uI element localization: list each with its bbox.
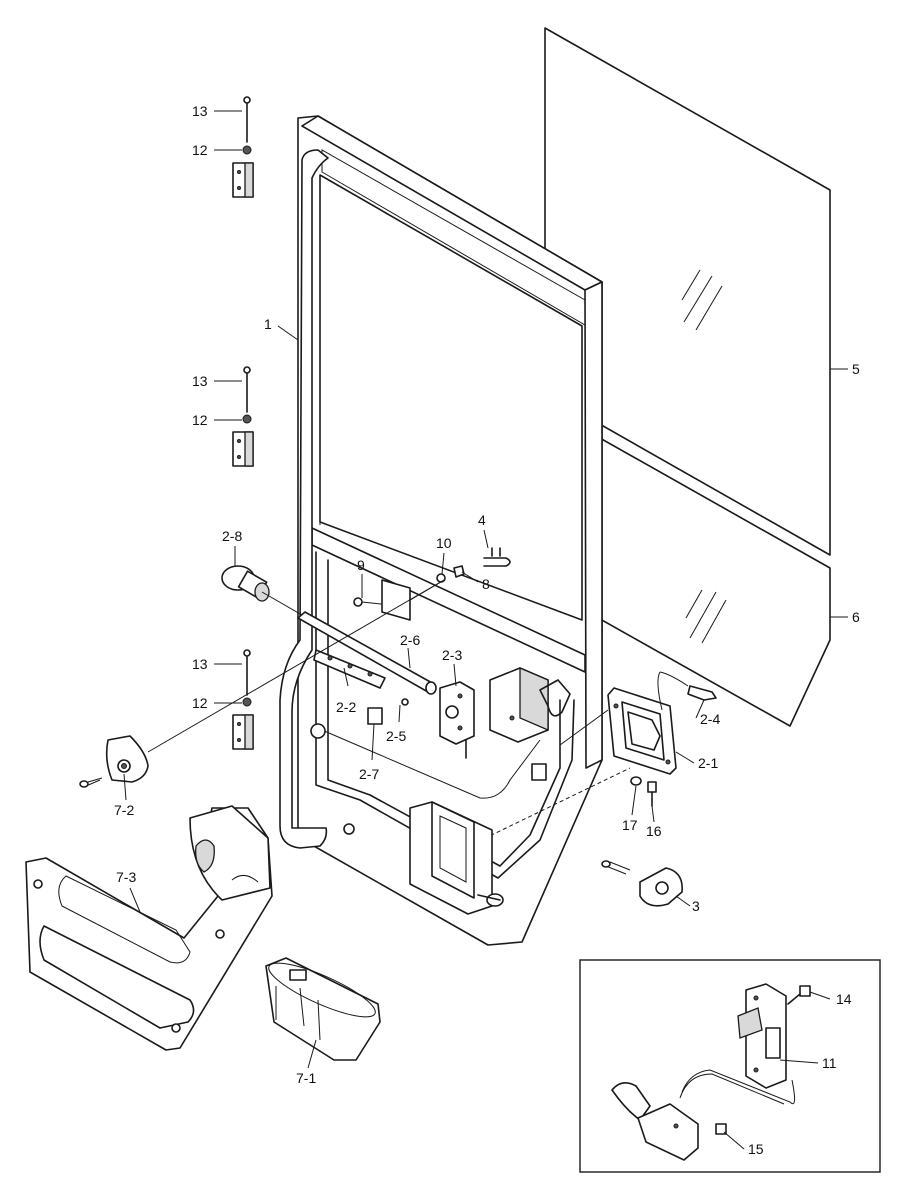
hinge-lower — [232, 649, 254, 750]
callout-7-1: 7-1 — [296, 1070, 316, 1086]
callout-9: 9 — [357, 557, 365, 573]
callout-6: 6 — [852, 609, 860, 625]
callout-4: 4 — [478, 512, 486, 528]
callout-3: 3 — [692, 898, 700, 914]
u-bolt-4 — [483, 547, 511, 567]
callout-2-6: 2-6 — [400, 632, 420, 648]
lock-rod — [297, 611, 437, 695]
latch-linkage — [313, 649, 409, 725]
callout-15: 15 — [748, 1141, 764, 1157]
nut-8 — [453, 565, 465, 578]
console — [25, 805, 273, 1051]
washer-17 — [630, 776, 642, 786]
callout-10: 10 — [436, 535, 452, 551]
bolt-16 — [647, 781, 657, 807]
pivot-hole — [343, 823, 355, 835]
latch-lock — [439, 681, 475, 759]
callout-2-2: 2-2 — [336, 699, 356, 715]
lock-cylinder — [221, 565, 416, 681]
callout-12-lower: 12 — [192, 695, 208, 711]
hinge-middle — [232, 366, 254, 467]
door-bumper — [601, 860, 683, 907]
callout-labels: 13 12 1 13 12 5 6 2-8 9 10 4 8 13 12 2-6… — [114, 103, 860, 1157]
lower-hinge-bracket — [409, 801, 504, 915]
leader-lines — [123, 110, 848, 1150]
callout-11: 11 — [822, 1055, 837, 1071]
callout-2-3: 2-3 — [442, 647, 462, 663]
handle-end-cap — [79, 579, 445, 788]
inner-latch-housing — [489, 667, 571, 781]
callout-13-middle: 13 — [192, 373, 208, 389]
callout-1: 1 — [264, 316, 272, 332]
striker-bracket-2-4 — [657, 671, 717, 711]
callout-14: 14 — [836, 991, 852, 1007]
callout-13-top: 13 — [192, 103, 208, 119]
callout-2-7: 2-7 — [359, 766, 379, 782]
callout-12-top: 12 — [192, 142, 208, 158]
callout-2-1: 2-1 — [698, 755, 718, 771]
callout-5: 5 — [852, 361, 860, 377]
callout-8: 8 — [482, 576, 490, 592]
pivot-hole — [310, 723, 326, 739]
callout-17: 17 — [622, 817, 638, 833]
cup-holder — [265, 957, 381, 1061]
striker — [607, 687, 677, 775]
grab-handle — [279, 149, 329, 849]
callout-7-3: 7-3 — [116, 869, 136, 885]
bracket-9 — [381, 579, 411, 621]
callout-2-8: 2-8 — [222, 528, 242, 544]
callout-7-2: 7-2 — [114, 802, 134, 818]
callout-13-lower: 13 — [192, 656, 208, 672]
callout-12-middle: 12 — [192, 412, 208, 428]
release-cable — [321, 709, 609, 799]
callout-2-4: 2-4 — [700, 711, 720, 727]
hinge-top — [232, 96, 254, 198]
callout-16: 16 — [646, 823, 662, 839]
callout-2-5: 2-5 — [386, 728, 406, 744]
